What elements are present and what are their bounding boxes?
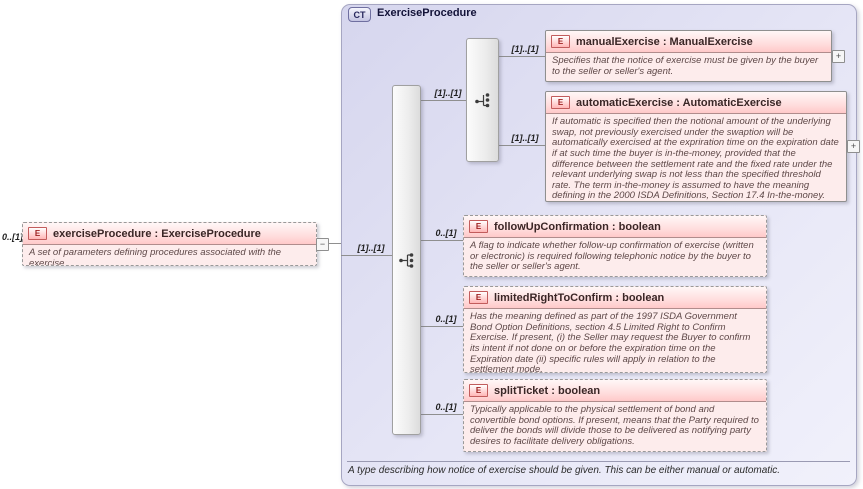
expand-automaticExercise-button[interactable]: + [847,140,860,153]
element-badge: E [28,227,47,240]
element-badge: E [469,384,488,397]
element-limitedRightToConfirm[interactable]: E limitedRightToConfirm : boolean Has th… [463,286,767,373]
cardinality-label: 0..[1] [435,402,457,412]
element-title: exerciseProcedure : ExerciseProcedure [53,227,261,240]
cardinality-label: 0..[1] [435,314,457,324]
cardinality-label: 0..[1] [435,228,457,238]
annotation-divider [347,461,850,462]
element-title: manualExercise : ManualExercise [576,35,753,48]
connector-line [497,56,545,57]
element-title: limitedRightToConfirm : boolean [494,291,665,304]
element-title: followUpConfirmation : boolean [494,220,661,233]
connector-line [341,255,392,256]
connector-line [419,326,463,327]
element-header: E automaticExercise : AutomaticExercise [546,92,846,114]
expand-manualExercise-button[interactable]: + [832,50,845,63]
cardinality-label: [1]..[1] [511,44,539,54]
element-manualExercise[interactable]: E manualExercise : ManualExercise Specif… [545,30,832,82]
element-title: splitTicket : boolean [494,384,601,397]
element-description: A flag to indicate whether follow-up con… [470,240,754,273]
element-header: E manualExercise : ManualExercise [546,31,831,53]
element-description: Typically applicable to the physical set… [470,404,759,447]
element-header: E followUpConfirmation : boolean [464,216,766,238]
element-header: E limitedRightToConfirm : boolean [464,287,766,309]
choice-icon [475,92,490,107]
element-header: E exerciseProcedure : ExerciseProcedure [23,223,316,245]
connector-line [419,414,463,415]
element-exerciseProcedure[interactable]: E exerciseProcedure : ExerciseProcedure … [22,222,317,266]
element-followUpConfirmation[interactable]: E followUpConfirmation : boolean A flag … [463,215,767,277]
element-splitTicket[interactable]: E splitTicket : boolean Typically applic… [463,379,767,452]
element-description: Specifies that the notice of exercise mu… [552,55,819,77]
collapse-exerciseProcedure-button[interactable]: − [316,238,329,251]
element-description: If automatic is specified then the notio… [552,116,839,202]
connector-line [419,100,466,101]
connector-line [497,145,545,146]
element-badge: E [551,35,570,48]
element-badge: E [469,291,488,304]
element-automaticExercise[interactable]: E automaticExercise : AutomaticExercise … [545,91,847,202]
connector-line [419,240,463,241]
element-description: A set of parameters defining procedures … [29,247,282,266]
choice-compositor[interactable] [466,38,499,162]
complextype-title: ExerciseProcedure [377,7,477,19]
sequence-icon [399,252,414,268]
element-badge: E [551,96,570,109]
element-header: E splitTicket : boolean [464,380,766,402]
cardinality-label: [1]..[1] [511,133,539,143]
complextype-badge: CT [348,7,371,22]
cardinality-label: [1]..[1] [434,88,462,98]
element-title: automaticExercise : AutomaticExercise [576,96,782,109]
cardinality-label: 0..[1] [2,232,24,242]
cardinality-label: [1]..[1] [357,243,385,253]
element-description: Has the meaning defined as part of the 1… [470,311,751,373]
complextype-annotation: A type describing how notice of exercise… [348,465,781,476]
sequence-compositor[interactable] [392,85,421,435]
element-badge: E [469,220,488,233]
